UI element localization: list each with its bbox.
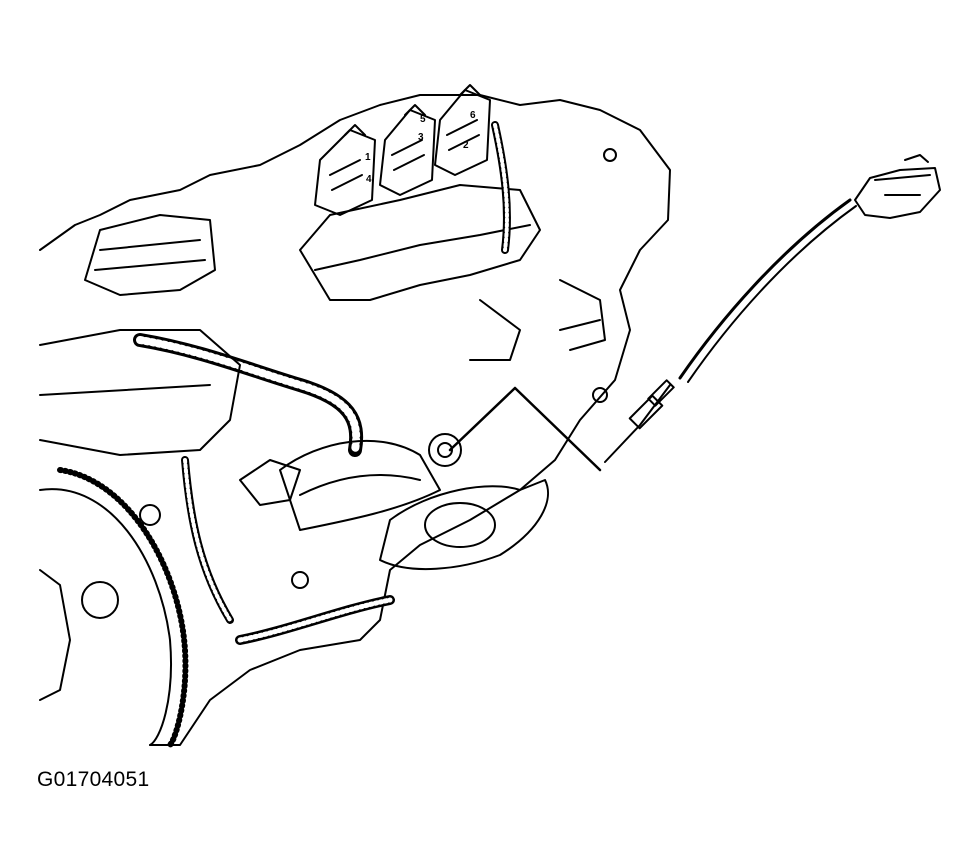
cylinder-label-6: 6 xyxy=(470,110,476,121)
callout-leader xyxy=(448,386,602,472)
cylinder-label-3: 3 xyxy=(418,132,424,143)
oxygen-sensor-boss xyxy=(428,433,462,467)
cylinder-label-5: 5 xyxy=(420,114,426,125)
bell-housing-plate xyxy=(379,479,549,571)
sensor-electrical-connector xyxy=(854,154,941,219)
cylinder-label-2: 2 xyxy=(463,140,469,151)
intake-manifold xyxy=(84,214,216,296)
valve-cover xyxy=(299,184,541,301)
figure-code: G01704051 xyxy=(37,768,150,791)
exhaust-pipe xyxy=(279,439,441,531)
valve-cover-rail xyxy=(314,224,531,271)
cylinder-label-4: 4 xyxy=(366,174,372,185)
oxygen-sensor-lead xyxy=(678,198,852,380)
engine-block-outline xyxy=(39,94,671,746)
flywheel xyxy=(39,467,189,748)
left-vertical-harness xyxy=(181,456,234,624)
ignition-coils xyxy=(314,84,491,216)
lower-left-hose xyxy=(39,329,241,456)
oxygen-sensor xyxy=(604,379,675,463)
cylinder-label-1: 1 xyxy=(365,152,371,163)
